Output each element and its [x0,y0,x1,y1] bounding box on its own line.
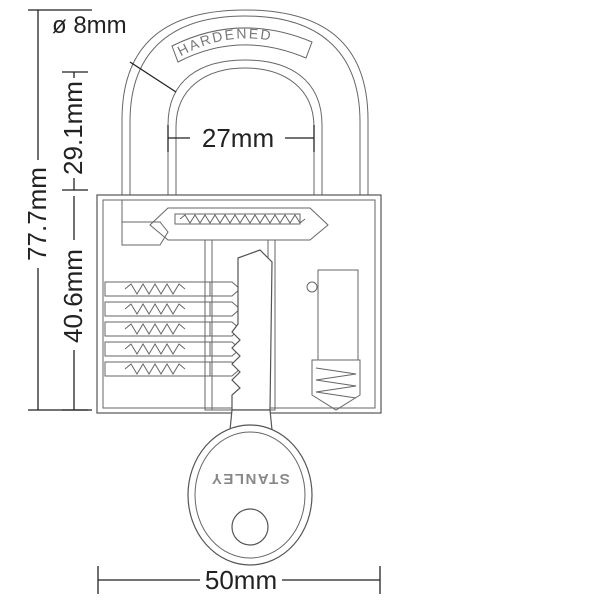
label-shackle-clearance: 29.1mm [58,81,88,175]
shackle-hardened-text: HARDENED [175,25,274,59]
label-total-height: 77.7mm [22,167,52,261]
dimension-shackle-clearance: 29.1mm [58,71,88,191]
label-body-width: 50mm [205,565,277,595]
key-brand-text: STANLEY [210,470,289,487]
dimension-shackle-inner-width: 27mm [167,123,315,153]
dimension-body-width: 50mm [97,565,381,595]
label-body-height: 40.6mm [58,249,88,343]
label-shackle-diameter: ø 8mm [52,12,127,39]
dimension-shackle-diameter: ø 8mm [52,12,177,93]
key: STANLEY [187,249,313,566]
dimension-body-height: 40.6mm [58,196,88,411]
shackle: HARDENED [121,9,369,200]
label-shackle-inner-width: 27mm [202,123,274,153]
dimension-total-height: 77.7mm [22,9,92,411]
